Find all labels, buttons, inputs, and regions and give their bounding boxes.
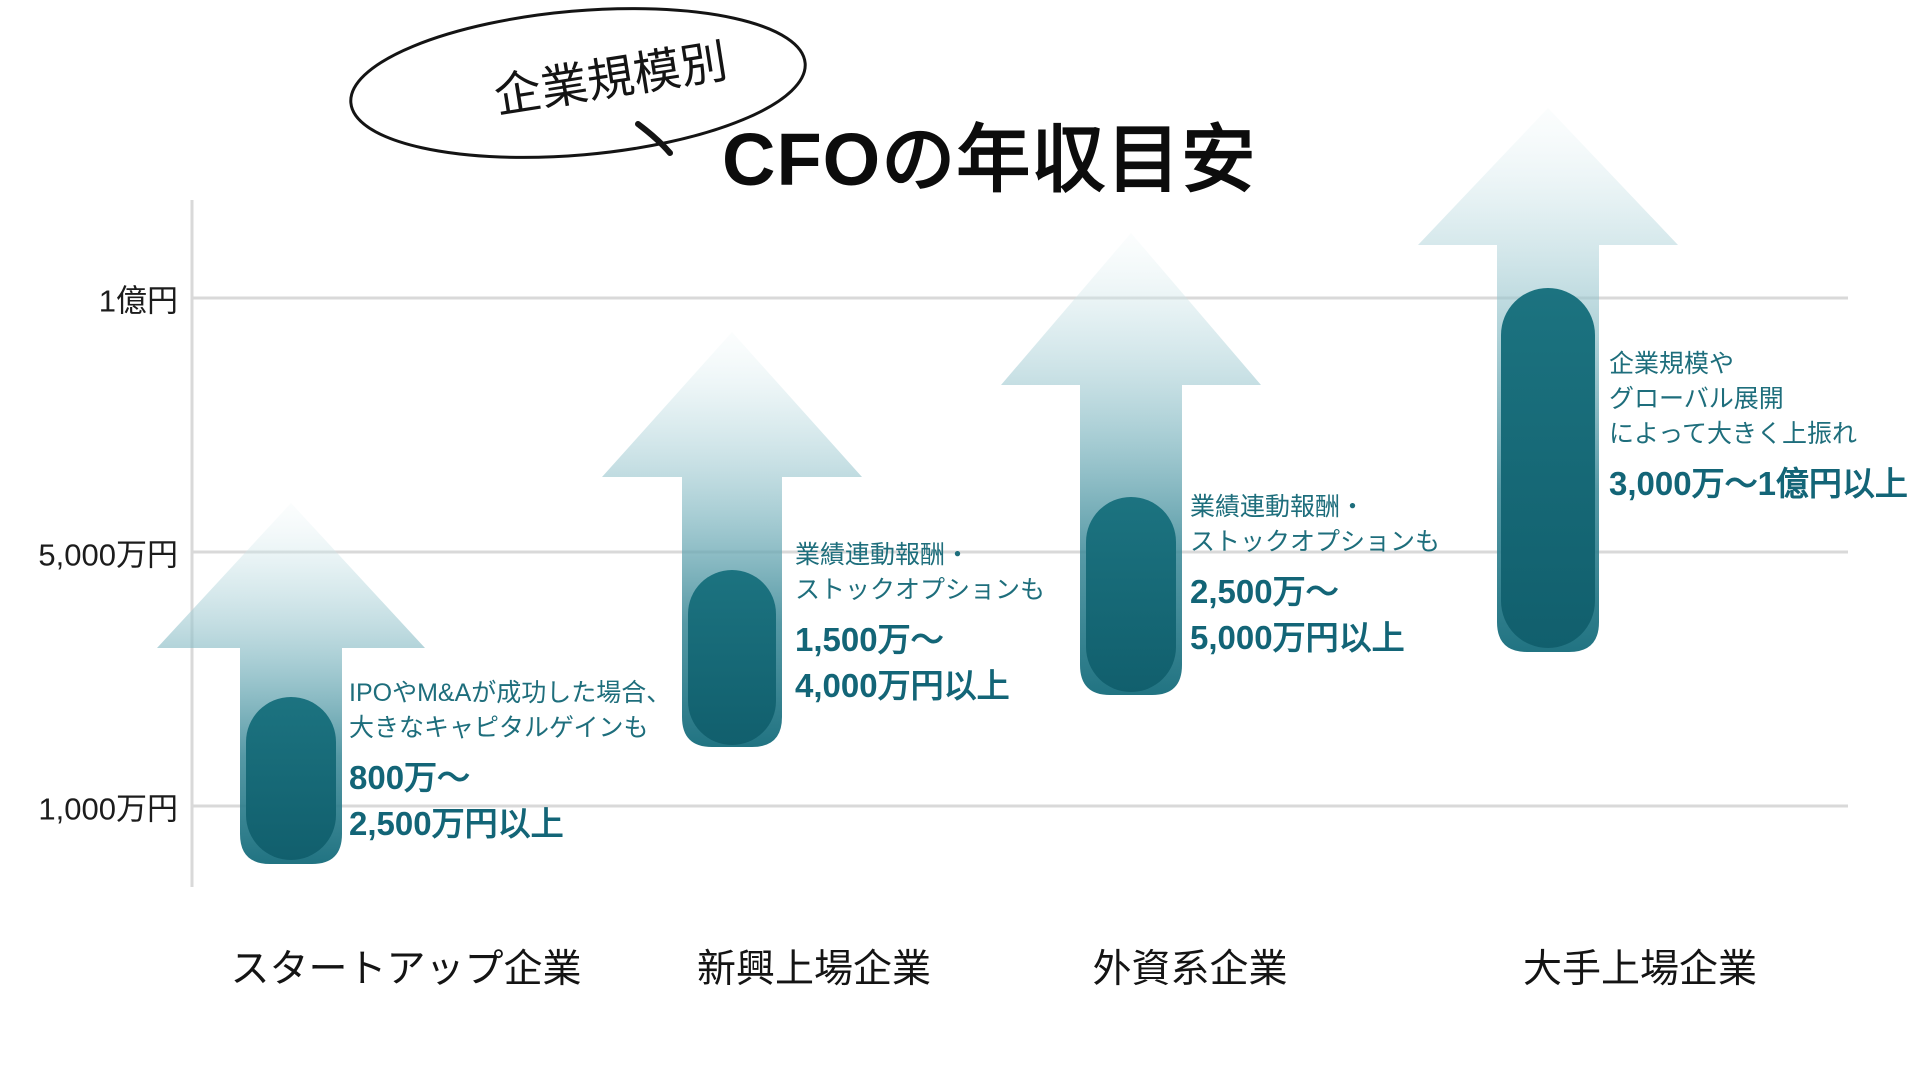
note-line: グローバル展開: [1609, 385, 1784, 413]
range-line: 3,000万〜1億円以上: [1609, 465, 1908, 502]
salary-pill: [1086, 497, 1176, 692]
note-line: ストックオプションも: [1190, 528, 1441, 556]
range-line: 800万〜: [349, 759, 471, 796]
annotation-major-listed: 企業規模や グローバル展開 によって大きく上振れ 3,000万〜1億円以上: [1609, 347, 1908, 507]
salary-range: 1,500万〜 4,000万円以上: [795, 617, 1045, 709]
salary-pill: [1501, 288, 1595, 648]
note-line: 大きなキャピタルゲインも: [349, 714, 649, 742]
salary-range: 3,000万〜1億円以上: [1609, 461, 1908, 507]
salary-pill: [246, 697, 336, 860]
salary-arrow: [157, 503, 425, 864]
range-line: 2,500万〜: [1190, 573, 1339, 610]
annotation-startup: IPOやM&Aが成功した場合、 大きなキャピタルゲインも 800万〜 2,500…: [349, 676, 671, 847]
range-line: 4,000万円以上: [795, 667, 1010, 704]
speech-bubble-tail: [635, 121, 673, 156]
speech-bubble-outline: [349, 7, 807, 159]
note-line: IPOやM&Aが成功した場合、: [349, 679, 672, 707]
annotation-foreign: 業績連動報酬・ ストックオプションも 2,500万〜 5,000万円以上: [1190, 490, 1440, 661]
salary-range: 2,500万〜 5,000万円以上: [1190, 569, 1440, 661]
category-label-foreign: 外資系企業: [1092, 948, 1288, 991]
salary-arrow: [602, 332, 862, 747]
salary-range: 800万〜 2,500万円以上: [349, 755, 671, 847]
salary-pill: [688, 570, 776, 745]
page-title: CFOの年収目安: [722, 118, 1257, 201]
y-axis-label-1oku: 1億円: [98, 283, 178, 319]
speech-bubble: [349, 7, 807, 159]
annotation-emerging-listed: 業績連動報酬・ ストックオプションも 1,500万〜 4,000万円以上: [795, 538, 1045, 709]
note-line: によって大きく上振れ: [1609, 420, 1858, 448]
y-axis-label-1000man: 1,000万円: [38, 791, 178, 827]
category-label-major-listed: 大手上場企業: [1522, 948, 1758, 991]
salary-arrow: [1001, 233, 1261, 695]
y-axis-label-5000man: 5,000万円: [38, 537, 178, 573]
note-line: 業績連動報酬・: [795, 541, 971, 569]
note-line: 業績連動報酬・: [1190, 493, 1366, 521]
range-line: 1,500万〜: [795, 621, 944, 658]
range-line: 2,500万円以上: [349, 805, 564, 842]
range-line: 5,000万円以上: [1190, 619, 1405, 656]
note-line: 企業規模や: [1609, 350, 1735, 378]
category-label-startup: スタートアップ企業: [230, 948, 582, 991]
note-line: ストックオプションも: [795, 576, 1046, 604]
category-label-emerging-listed: 新興上場企業: [696, 948, 932, 991]
